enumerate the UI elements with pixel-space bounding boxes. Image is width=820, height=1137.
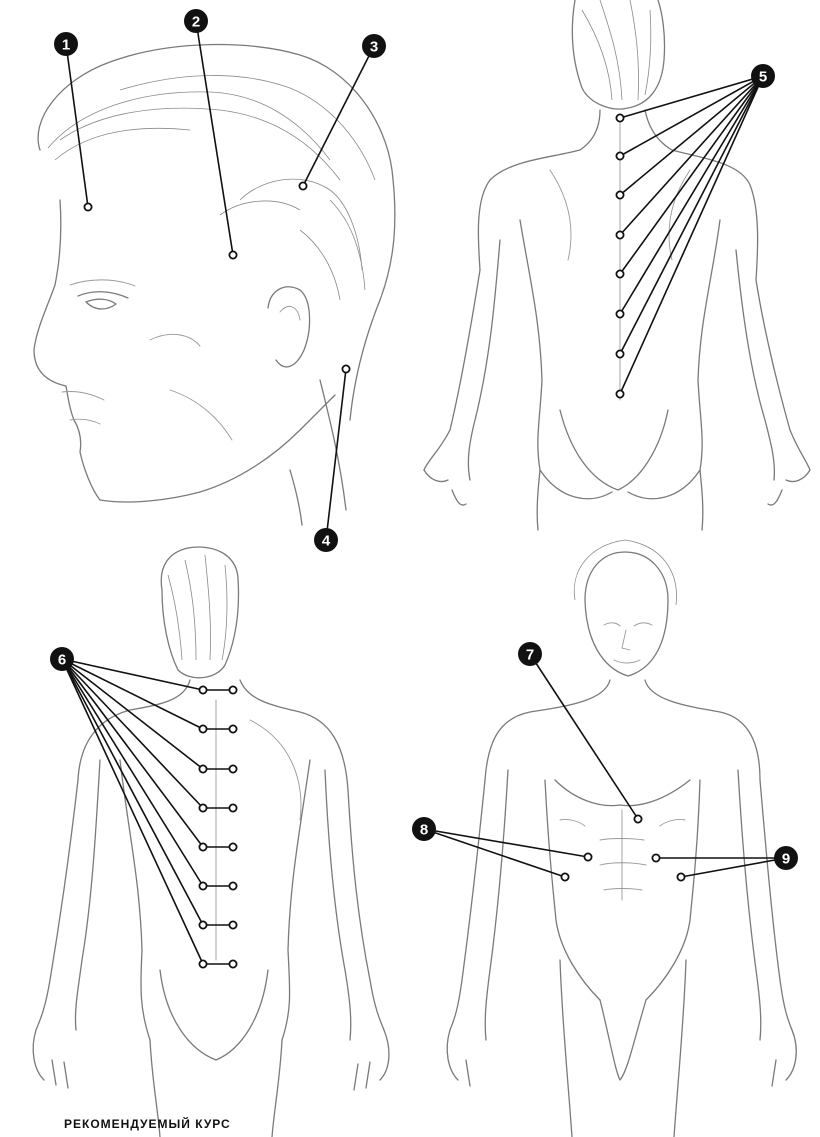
acupoint xyxy=(229,921,236,928)
marker-4-label: 4 xyxy=(322,533,331,550)
acupoint xyxy=(199,725,206,732)
acupoint xyxy=(616,152,623,159)
marker-4: 4 xyxy=(314,528,338,552)
acupoint xyxy=(616,231,623,238)
marker-3-label: 3 xyxy=(370,39,378,56)
acupoint xyxy=(299,182,306,189)
acupoint xyxy=(199,804,206,811)
marker-8: 8 xyxy=(412,817,436,841)
acupoint xyxy=(84,203,91,210)
marker-1: 1 xyxy=(54,32,78,56)
acupoint xyxy=(616,350,623,357)
acupoint xyxy=(229,251,236,258)
acupoint xyxy=(677,873,684,880)
marker-6: 6 xyxy=(50,647,74,671)
acupoint xyxy=(616,114,623,121)
acupoint xyxy=(561,873,568,880)
acupoint xyxy=(616,390,623,397)
marker-8-label: 8 xyxy=(420,822,428,839)
acupoint xyxy=(616,191,623,198)
marker-9: 9 xyxy=(774,846,798,870)
marker-5-label: 5 xyxy=(759,69,767,86)
acupoint xyxy=(199,843,206,850)
acupoint xyxy=(229,882,236,889)
acupoint xyxy=(229,960,236,967)
marker-9-label: 9 xyxy=(782,851,790,868)
marker-2-label: 2 xyxy=(192,14,200,31)
acupoint xyxy=(652,854,659,861)
acupoint xyxy=(229,804,236,811)
marker-5: 5 xyxy=(751,64,775,88)
acupoint xyxy=(584,853,591,860)
acupoint xyxy=(199,882,206,889)
marker-7-label: 7 xyxy=(526,647,534,664)
acupoint xyxy=(199,686,206,693)
marker-6-label: 6 xyxy=(58,652,66,669)
back-view-2-sketch xyxy=(33,547,389,1137)
front-view-sketch xyxy=(447,540,796,1137)
marker-7: 7 xyxy=(518,642,542,666)
acupoint xyxy=(199,765,206,772)
acupoint xyxy=(342,365,349,372)
acupoint xyxy=(229,765,236,772)
acupoint xyxy=(229,843,236,850)
caption-text: РЕКОМЕНДУЕМЫЙ КУРС xyxy=(64,1117,231,1131)
acupoint xyxy=(634,815,641,822)
marker-3: 3 xyxy=(362,34,386,58)
marker-2: 2 xyxy=(184,9,208,33)
head-profile-sketch xyxy=(34,45,395,525)
acupoint xyxy=(229,686,236,693)
acupoint xyxy=(616,310,623,317)
acupoint xyxy=(199,921,206,928)
marker-1-label: 1 xyxy=(62,37,70,54)
acupoint xyxy=(229,725,236,732)
acupoint xyxy=(199,960,206,967)
acupoint xyxy=(616,270,623,277)
